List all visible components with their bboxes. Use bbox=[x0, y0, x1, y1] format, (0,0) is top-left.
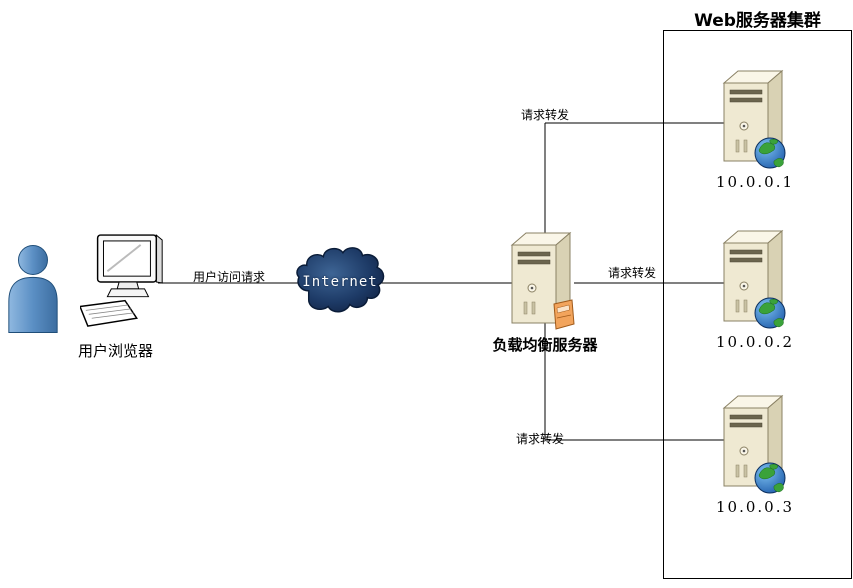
internet-cloud-icon bbox=[290, 240, 390, 328]
user-person-icon bbox=[4, 242, 62, 334]
user-request-edge-label: 用户访问请求 bbox=[193, 270, 266, 284]
cluster-title: Web服务器集群 bbox=[694, 11, 821, 31]
web-server-icon-1 bbox=[718, 66, 790, 171]
web-server-icon-2 bbox=[718, 226, 790, 331]
server-ip-1: 10.0.0.1 bbox=[715, 173, 795, 191]
server-ip-3: 10.0.0.3 bbox=[715, 498, 795, 516]
forward-edge-label-bottom: 请求转发 bbox=[516, 432, 565, 446]
server-ip-2: 10.0.0.2 bbox=[715, 333, 795, 351]
web-server-icon-3 bbox=[718, 391, 790, 496]
load-balancer-icon bbox=[506, 228, 578, 333]
user-browser-label: 用户浏览器 bbox=[77, 342, 153, 360]
load-balancer-label: 负载均衡服务器 bbox=[492, 336, 598, 354]
server-cluster-box bbox=[663, 30, 852, 579]
forward-edge-label-top: 请求转发 bbox=[521, 108, 570, 122]
computer-icon bbox=[78, 232, 170, 334]
internet-label: Internet bbox=[302, 274, 378, 290]
forward-edge-label-middle: 请求转发 bbox=[608, 266, 657, 280]
